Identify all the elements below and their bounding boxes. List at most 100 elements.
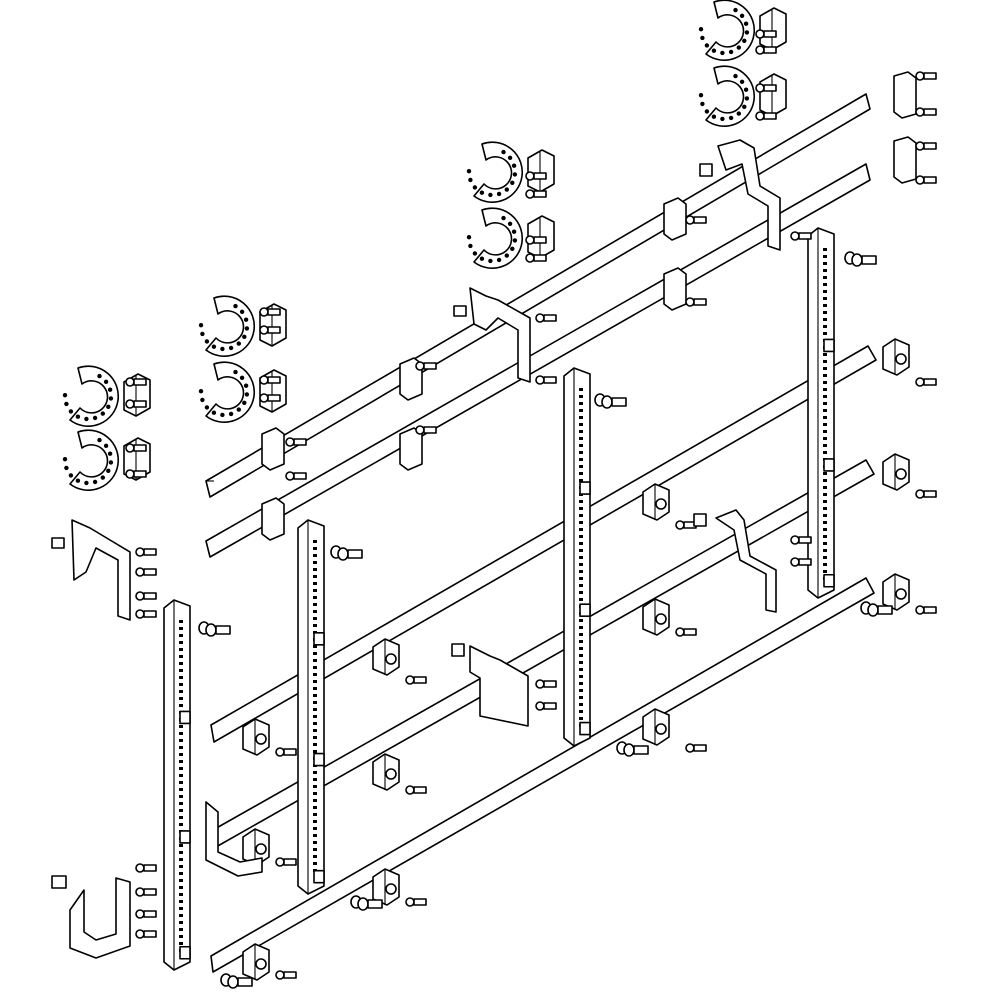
screw-14 [125, 399, 147, 409]
clamp-10 [242, 718, 270, 756]
screw-28 [535, 375, 557, 385]
washer-screw-5 [616, 741, 649, 757]
screw-31 [135, 591, 157, 601]
screw-1 [755, 29, 777, 39]
screw-44 [915, 489, 937, 499]
screw-3 [755, 83, 777, 93]
screw-29 [135, 547, 157, 557]
screw-30 [135, 567, 157, 577]
lower-busbar-1 [210, 345, 877, 743]
screw-41 [675, 627, 697, 637]
clamp-8 [642, 708, 670, 746]
washer-screw-4 [198, 621, 231, 637]
screw-21 [685, 215, 707, 225]
screw-20 [915, 175, 937, 185]
vertical-rail-4 [807, 227, 835, 599]
screw-39 [405, 897, 427, 907]
screw-42 [685, 743, 707, 753]
screw-4 [755, 111, 777, 121]
mounting-brackets [51, 139, 781, 959]
clamp-4 [372, 753, 400, 791]
screw-48 [275, 970, 297, 980]
screw-23 [415, 361, 437, 371]
ring-holder-5 [198, 295, 287, 357]
screw-43 [915, 377, 937, 387]
screw-47 [275, 857, 297, 867]
screw-34 [135, 887, 157, 897]
screw-51 [790, 231, 812, 241]
upper-middle-bracket [453, 287, 531, 383]
screw-8 [525, 253, 547, 263]
clamp-5 [642, 598, 670, 636]
screw-19 [915, 141, 937, 151]
screw-18 [915, 107, 937, 117]
busbar-clamps [242, 338, 910, 981]
screw-24 [415, 425, 437, 435]
ring-holder-clip-1 [759, 7, 787, 51]
screw-11 [259, 375, 281, 385]
screw-5 [525, 171, 547, 181]
lower-busbar-3 [210, 577, 875, 973]
washer-screw-1 [844, 251, 877, 267]
ring-holders [62, 0, 917, 541]
screw-16 [125, 469, 147, 479]
left-bottom-bracket [51, 875, 131, 959]
screw-27 [535, 313, 557, 323]
end-cap-1 [893, 71, 917, 119]
screw-33 [135, 863, 157, 873]
busbar-hanger-4 [399, 427, 423, 471]
clamp-12 [242, 943, 270, 981]
clamp-7 [372, 868, 400, 906]
clamp-3 [882, 338, 910, 376]
screw-45 [915, 605, 937, 615]
ring-holder-7 [62, 365, 151, 427]
washer-screw-6 [350, 895, 383, 911]
screw-set [125, 29, 937, 989]
ring-holder-8 [62, 429, 151, 491]
screw-2 [755, 45, 777, 55]
vertical-rail-2 [297, 519, 325, 895]
ring-holder-1 [698, 0, 787, 61]
washer-screw-3 [330, 545, 363, 561]
screw-37 [405, 675, 427, 685]
screw-36 [135, 929, 157, 939]
screw-32 [135, 609, 157, 619]
screw-12 [259, 393, 281, 403]
ring-holder-clip-2 [759, 73, 787, 117]
ring-holder-3 [466, 141, 555, 203]
vertical-rails [163, 227, 835, 971]
screw-15 [125, 443, 147, 453]
end-cap-2 [893, 136, 917, 184]
screw-52 [790, 535, 812, 545]
upper-busbars [205, 93, 871, 558]
clamp-9 [882, 573, 910, 611]
ring-holder-clip-3 [527, 149, 555, 193]
screw-53 [790, 557, 812, 567]
screw-38 [405, 785, 427, 795]
screw-9 [259, 307, 281, 317]
ring-holder-6 [198, 361, 287, 423]
screw-22 [685, 297, 707, 307]
busbar-hanger-6 [261, 497, 285, 541]
upper-busbar-1 [205, 93, 871, 498]
center-lower-bracket [451, 643, 529, 727]
clamp-6 [882, 453, 910, 491]
screw-7 [525, 235, 547, 245]
left-bus-end-bracket [205, 801, 263, 877]
center-right-bracket [693, 509, 777, 613]
left-top-bracket [51, 519, 131, 621]
washer-screw-2 [594, 393, 627, 409]
washer-screw-8 [220, 973, 253, 989]
busbar-hanger-5 [261, 427, 285, 471]
screw-49 [535, 679, 557, 689]
ring-holder-2 [698, 65, 787, 127]
screw-17 [915, 71, 937, 81]
screw-25 [285, 437, 307, 447]
screw-40 [675, 520, 697, 530]
screw-6 [525, 189, 547, 199]
lower-busbars [210, 345, 877, 973]
washer-screw-7 [860, 601, 893, 617]
busbar-hanger-2 [663, 267, 687, 311]
clamp-1 [372, 638, 400, 676]
busbar-hanger-1 [663, 197, 687, 241]
